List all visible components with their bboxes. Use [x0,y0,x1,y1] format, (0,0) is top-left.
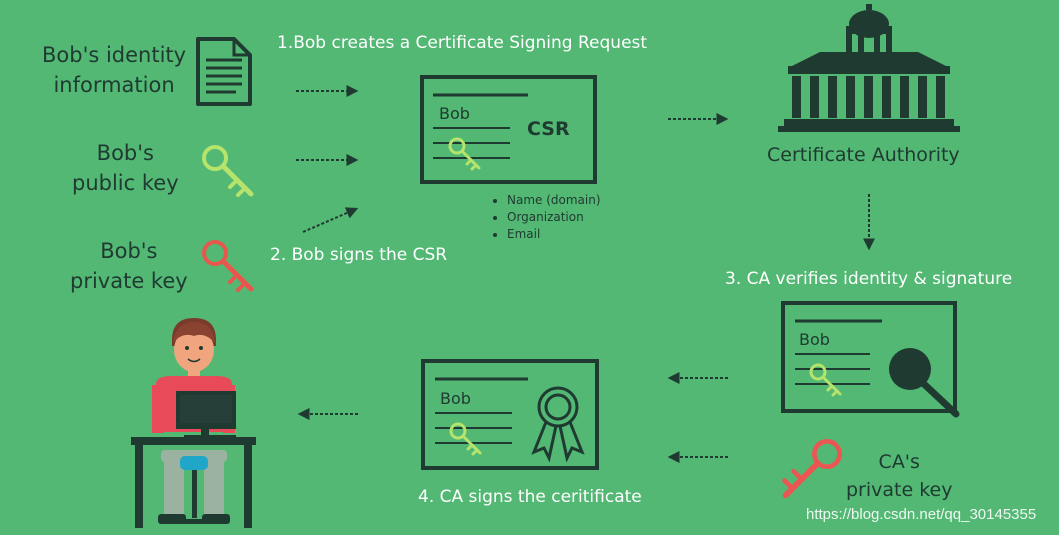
magnifier-icon [889,348,960,418]
bob-at-computer-illustration [131,318,256,528]
watermark-url: https://blog.csdn.net/qq_30145355 [806,506,1037,523]
verify-card [781,301,960,418]
csr-card-title: CSR [527,118,570,140]
csr-field-organization: Organization [507,209,601,226]
bank-building-icon [778,4,960,132]
certificate-authority-label: Certificate Authority [767,144,960,166]
csr-field-email: Email [507,226,601,243]
verify-card-name: Bob [799,330,830,349]
csr-card-name: Bob [439,104,470,123]
step-3-caption: 3. CA verifies identity & signature [725,269,1013,289]
ca-private-key-icon [784,441,839,495]
certificate-card [421,359,599,470]
step-2-caption: 2. Bob signs the CSR [270,245,448,265]
private-key-icon [204,242,251,290]
csr-field-name: Name (domain) [507,192,601,209]
certificate-card-name: Bob [440,389,471,408]
award-ribbon-icon [531,386,585,463]
step-1-caption: 1.Bob creates a Certificate Signing Requ… [277,33,648,53]
step-4-caption: 4. CA signs the ceritificate [418,487,642,507]
csr-card [420,75,597,184]
public-key-icon [204,147,251,195]
csr-field-list: Name (domain) Organization Email [493,192,601,243]
arrow-sign-csr [302,207,359,233]
document-icon [196,37,252,106]
